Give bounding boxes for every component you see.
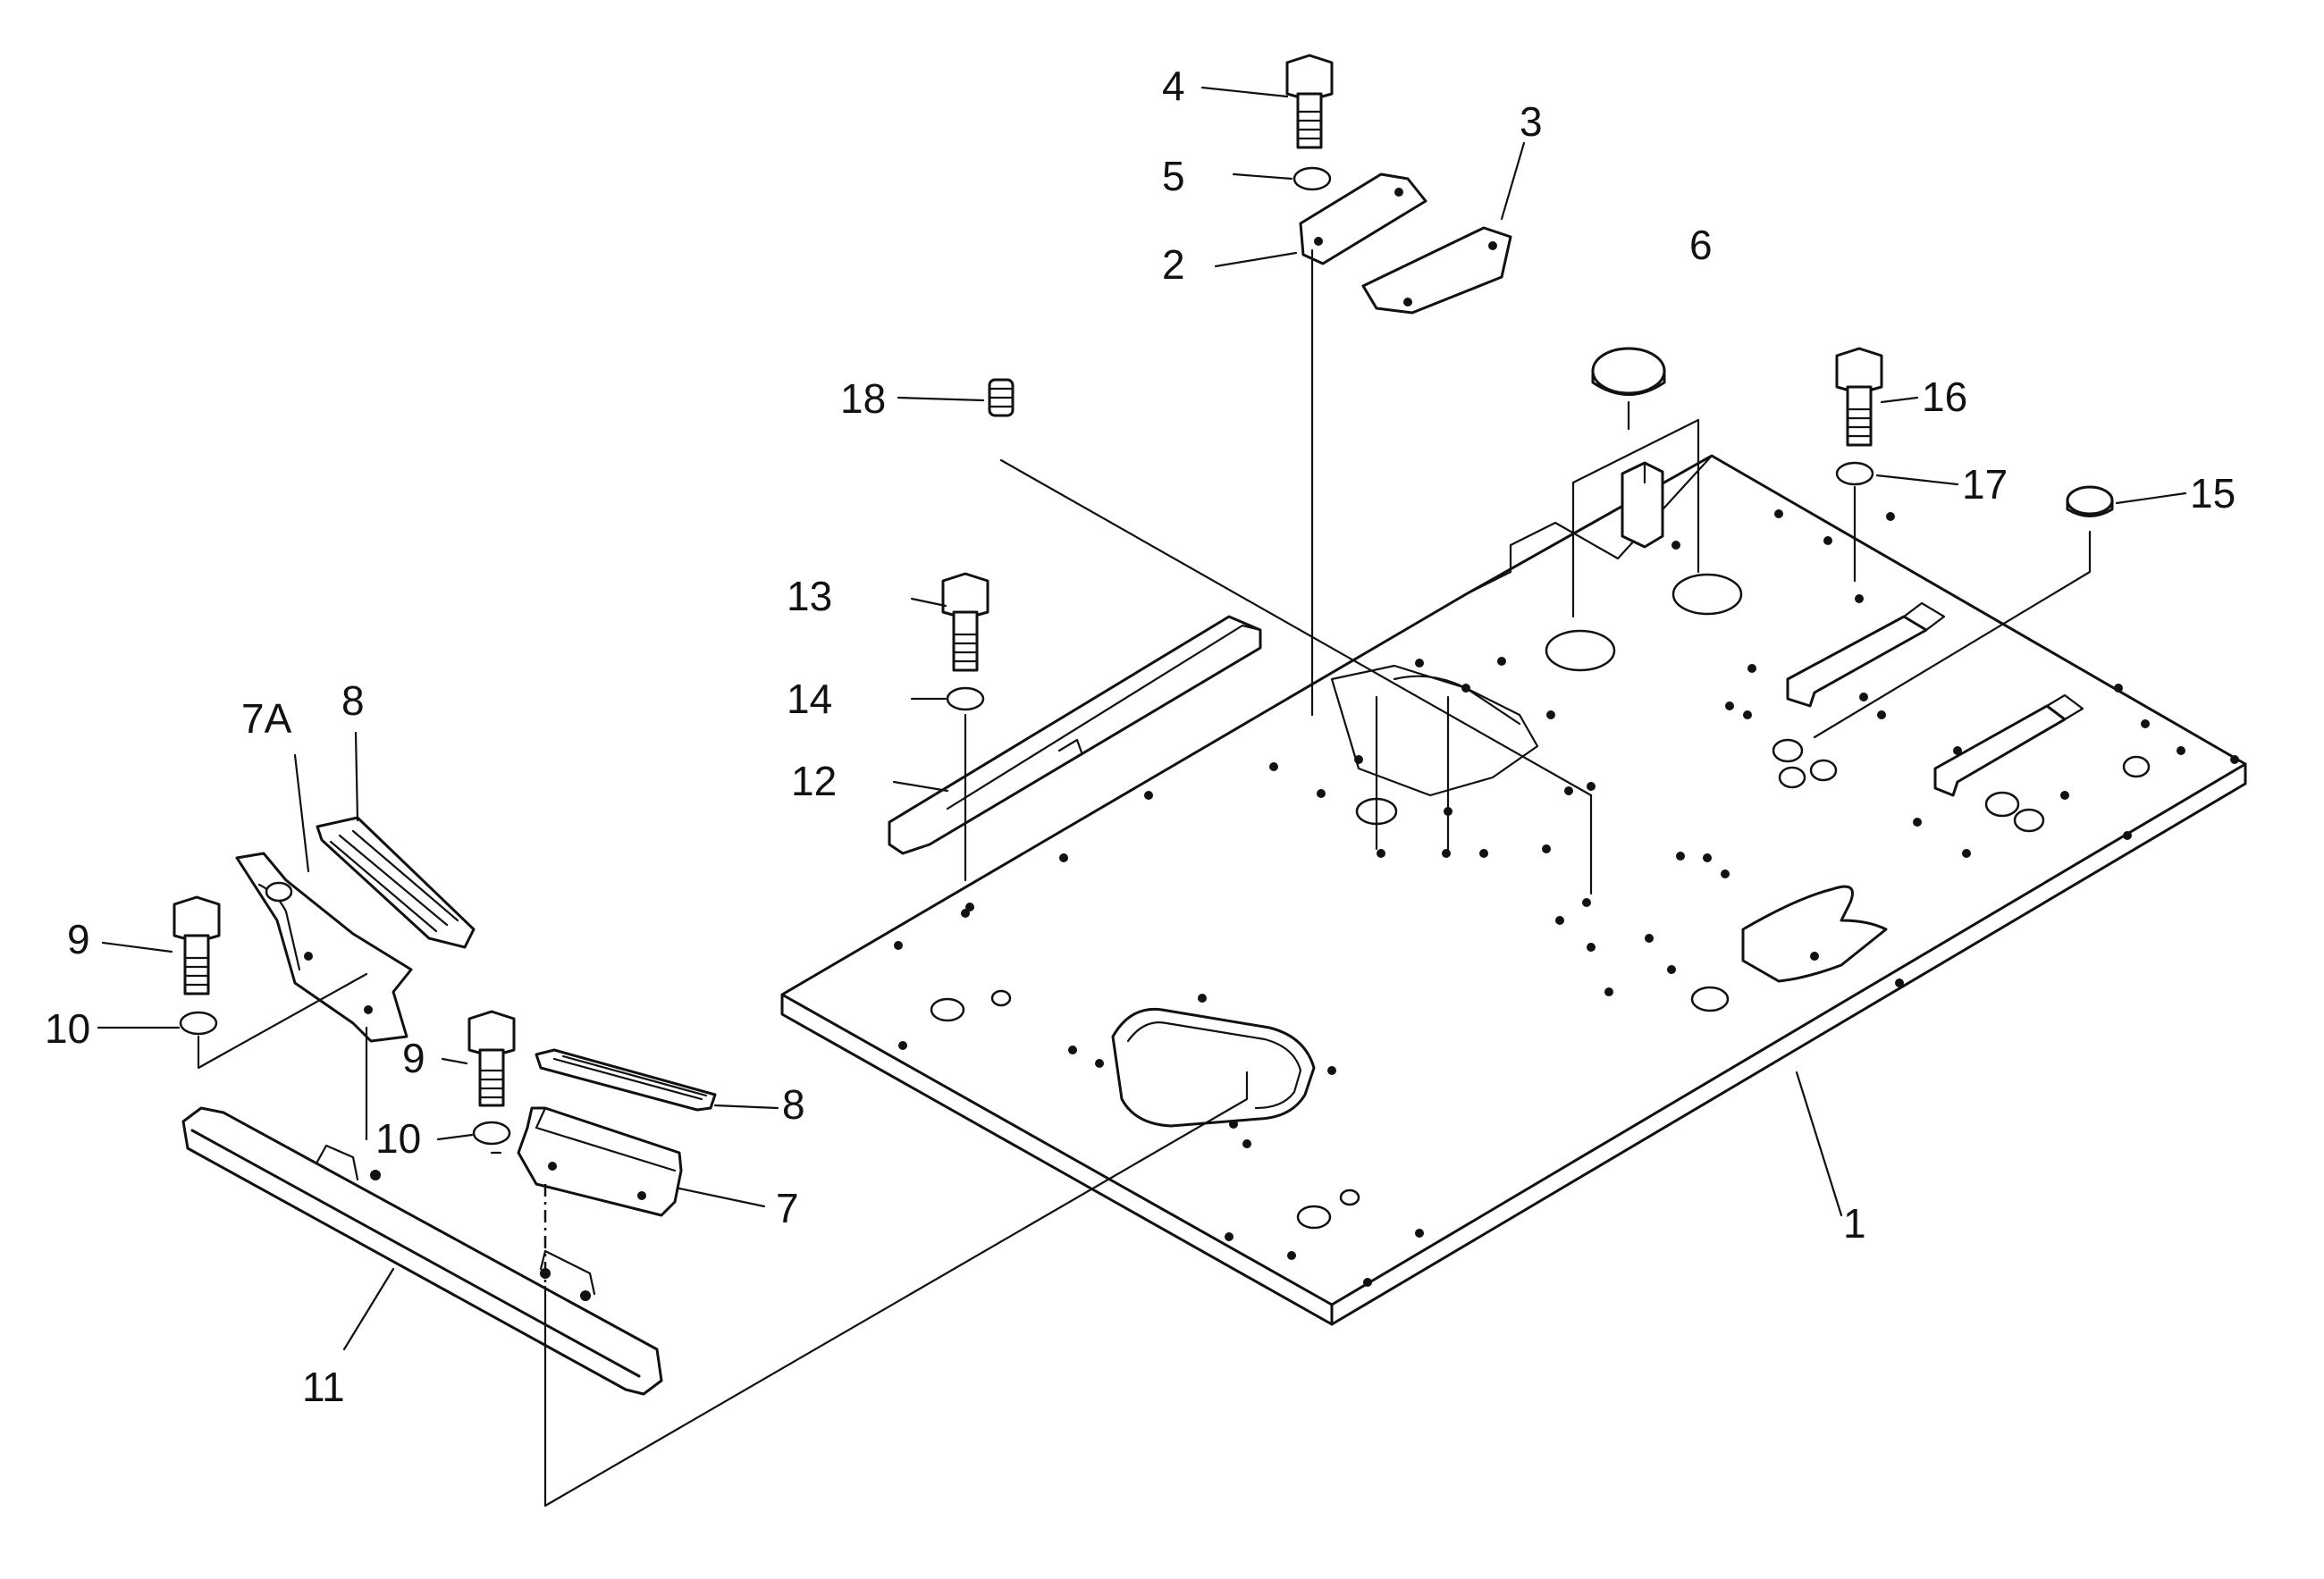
- callout-6: 6: [1689, 222, 1713, 268]
- callout-9-right: 9: [402, 1035, 425, 1081]
- callout-3: 3: [1520, 98, 1543, 145]
- callout-15: 15: [2190, 470, 2236, 517]
- callout-16: 16: [1922, 374, 1967, 420]
- control-rod: [888, 615, 1262, 855]
- stop-block: [1621, 461, 1664, 549]
- bolt-9-right: [467, 1010, 516, 1107]
- bolt-16: [1835, 347, 1883, 447]
- callout-5: 5: [1162, 153, 1185, 199]
- pedal-pad-lower: [535, 1048, 717, 1112]
- bolt-13: [941, 572, 989, 672]
- callout-7a: 7A: [241, 695, 292, 742]
- callout-14: 14: [787, 676, 832, 722]
- callout-17: 17: [1962, 461, 2008, 508]
- foot-rest-bar: [181, 1106, 663, 1396]
- plug-15: [2066, 485, 2114, 517]
- washer-17: [1835, 461, 1874, 486]
- callout-labels: 4 5 2 3 6 16 17 15 18 13 14 12 1 7A 8 9 …: [45, 63, 2236, 1410]
- washer-10-right: [472, 1121, 511, 1146]
- callout-10-left: 10: [45, 1005, 90, 1052]
- plug-6: [1591, 347, 1666, 396]
- callout-4: 4: [1162, 63, 1185, 109]
- part-18: [988, 378, 1015, 417]
- bolt-4: [1285, 54, 1334, 149]
- callout-11: 11: [302, 1364, 345, 1410]
- callout-12: 12: [791, 758, 837, 804]
- callout-8-lower: 8: [782, 1081, 805, 1128]
- callout-1: 1: [1843, 1200, 1866, 1247]
- callout-8-upper: 8: [341, 677, 365, 724]
- bolt-9-left: [173, 895, 221, 995]
- washer-10-left: [179, 1011, 218, 1036]
- callout-7: 7: [776, 1185, 799, 1231]
- callout-18: 18: [840, 375, 886, 422]
- plate-bolt-holes: [894, 509, 2239, 1287]
- leader-lines: [97, 86, 2187, 1351]
- callout-10-right: 10: [375, 1115, 421, 1162]
- floor-plate: [780, 454, 2247, 1326]
- callout-9-left: 9: [67, 916, 90, 962]
- callout-13: 13: [787, 573, 832, 619]
- callout-2: 2: [1162, 241, 1185, 288]
- assembly-lines: [197, 248, 2092, 1508]
- washer-14: [946, 686, 985, 711]
- pedal-bracket-7a: [235, 852, 413, 1043]
- pedal-bracket-7: [517, 1106, 683, 1217]
- cover-plates: [1299, 172, 1512, 315]
- washer-5: [1293, 166, 1332, 191]
